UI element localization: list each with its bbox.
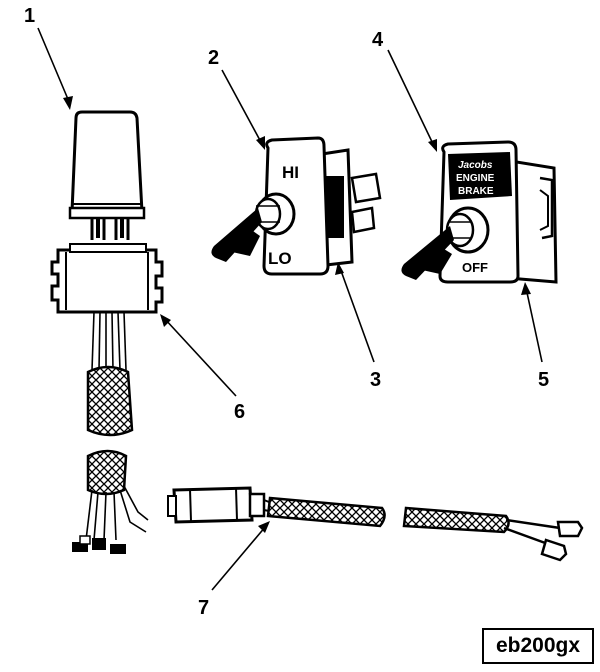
engine-label: ENGINE — [456, 173, 495, 184]
leader-4 — [387, 49, 435, 147]
leader-lines — [37, 27, 543, 591]
callout-1: 1 — [24, 5, 35, 27]
hi-lo-toggle-switch — [211, 136, 382, 276]
braided-sleeve-upper — [86, 365, 134, 437]
leader-3 — [339, 267, 375, 363]
off-label: OFF — [462, 260, 488, 275]
callout-2: 2 — [208, 47, 219, 69]
leader-2 — [221, 69, 263, 145]
braided-sleeve-lower — [86, 449, 128, 496]
callout-6: 6 — [234, 401, 245, 423]
harness-terminals — [72, 535, 126, 554]
harness-wires-upper — [91, 311, 127, 371]
callout-5: 5 — [538, 369, 549, 391]
leader-5 — [525, 287, 543, 363]
figure-id-label: eb200gx — [495, 634, 581, 657]
module-housing — [68, 110, 146, 240]
brake-label: BRAKE — [458, 186, 494, 197]
callout-7: 7 — [198, 597, 209, 619]
jumper-harness — [167, 486, 584, 562]
leader-6 — [163, 317, 237, 397]
leader-1 — [37, 27, 71, 105]
lo-label: LO — [268, 249, 292, 268]
harness-connector — [50, 243, 164, 314]
callout-4: 4 — [372, 29, 384, 51]
harness-wires-lower — [85, 485, 149, 541]
leader-7 — [211, 525, 267, 591]
figure-id-box: eb200gx — [482, 628, 594, 664]
leader-arrowheads — [63, 96, 531, 533]
engine-brake-switch — [401, 140, 558, 284]
brand-label: Jacobs — [458, 160, 493, 171]
hi-label: HI — [282, 163, 299, 182]
callout-3: 3 — [370, 369, 381, 391]
